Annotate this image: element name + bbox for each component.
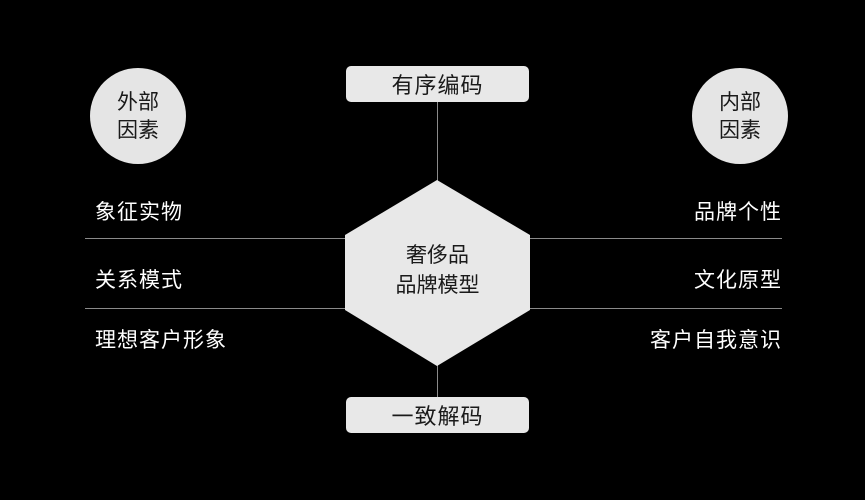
internal-factors-title-line1: 内部 [719,90,761,114]
internal-factor-item: 文化原型 [694,268,782,292]
bottom-label-box: 一致解码 [346,397,529,433]
internal-factors-title-line2: 因素 [719,118,761,142]
center-label-line2: 品牌模型 [395,273,480,297]
external-factor-item: 象征实物 [95,200,183,224]
external-factors-title-line2: 因素 [117,118,159,142]
bottom-vertical-connector [437,364,438,398]
center-label: 奢侈品 品牌模型 [345,240,530,300]
left-divider-upper [85,238,375,239]
external-factors-title-line1: 外部 [117,90,159,114]
left-divider-lower [85,308,375,309]
right-divider-upper [500,238,782,239]
external-factor-item: 理想客户形象 [95,328,227,352]
top-label-box: 有序编码 [346,66,529,102]
top-vertical-connector [437,100,438,182]
internal-factor-item: 品牌个性 [694,200,782,224]
external-factors-circle: 外部 因素 [90,68,186,164]
right-divider-lower [500,308,782,309]
internal-factor-item: 客户自我意识 [650,328,782,352]
external-factor-item: 关系模式 [95,268,183,292]
internal-factors-circle: 内部 因素 [692,68,788,164]
center-label-line1: 奢侈品 [406,243,469,267]
